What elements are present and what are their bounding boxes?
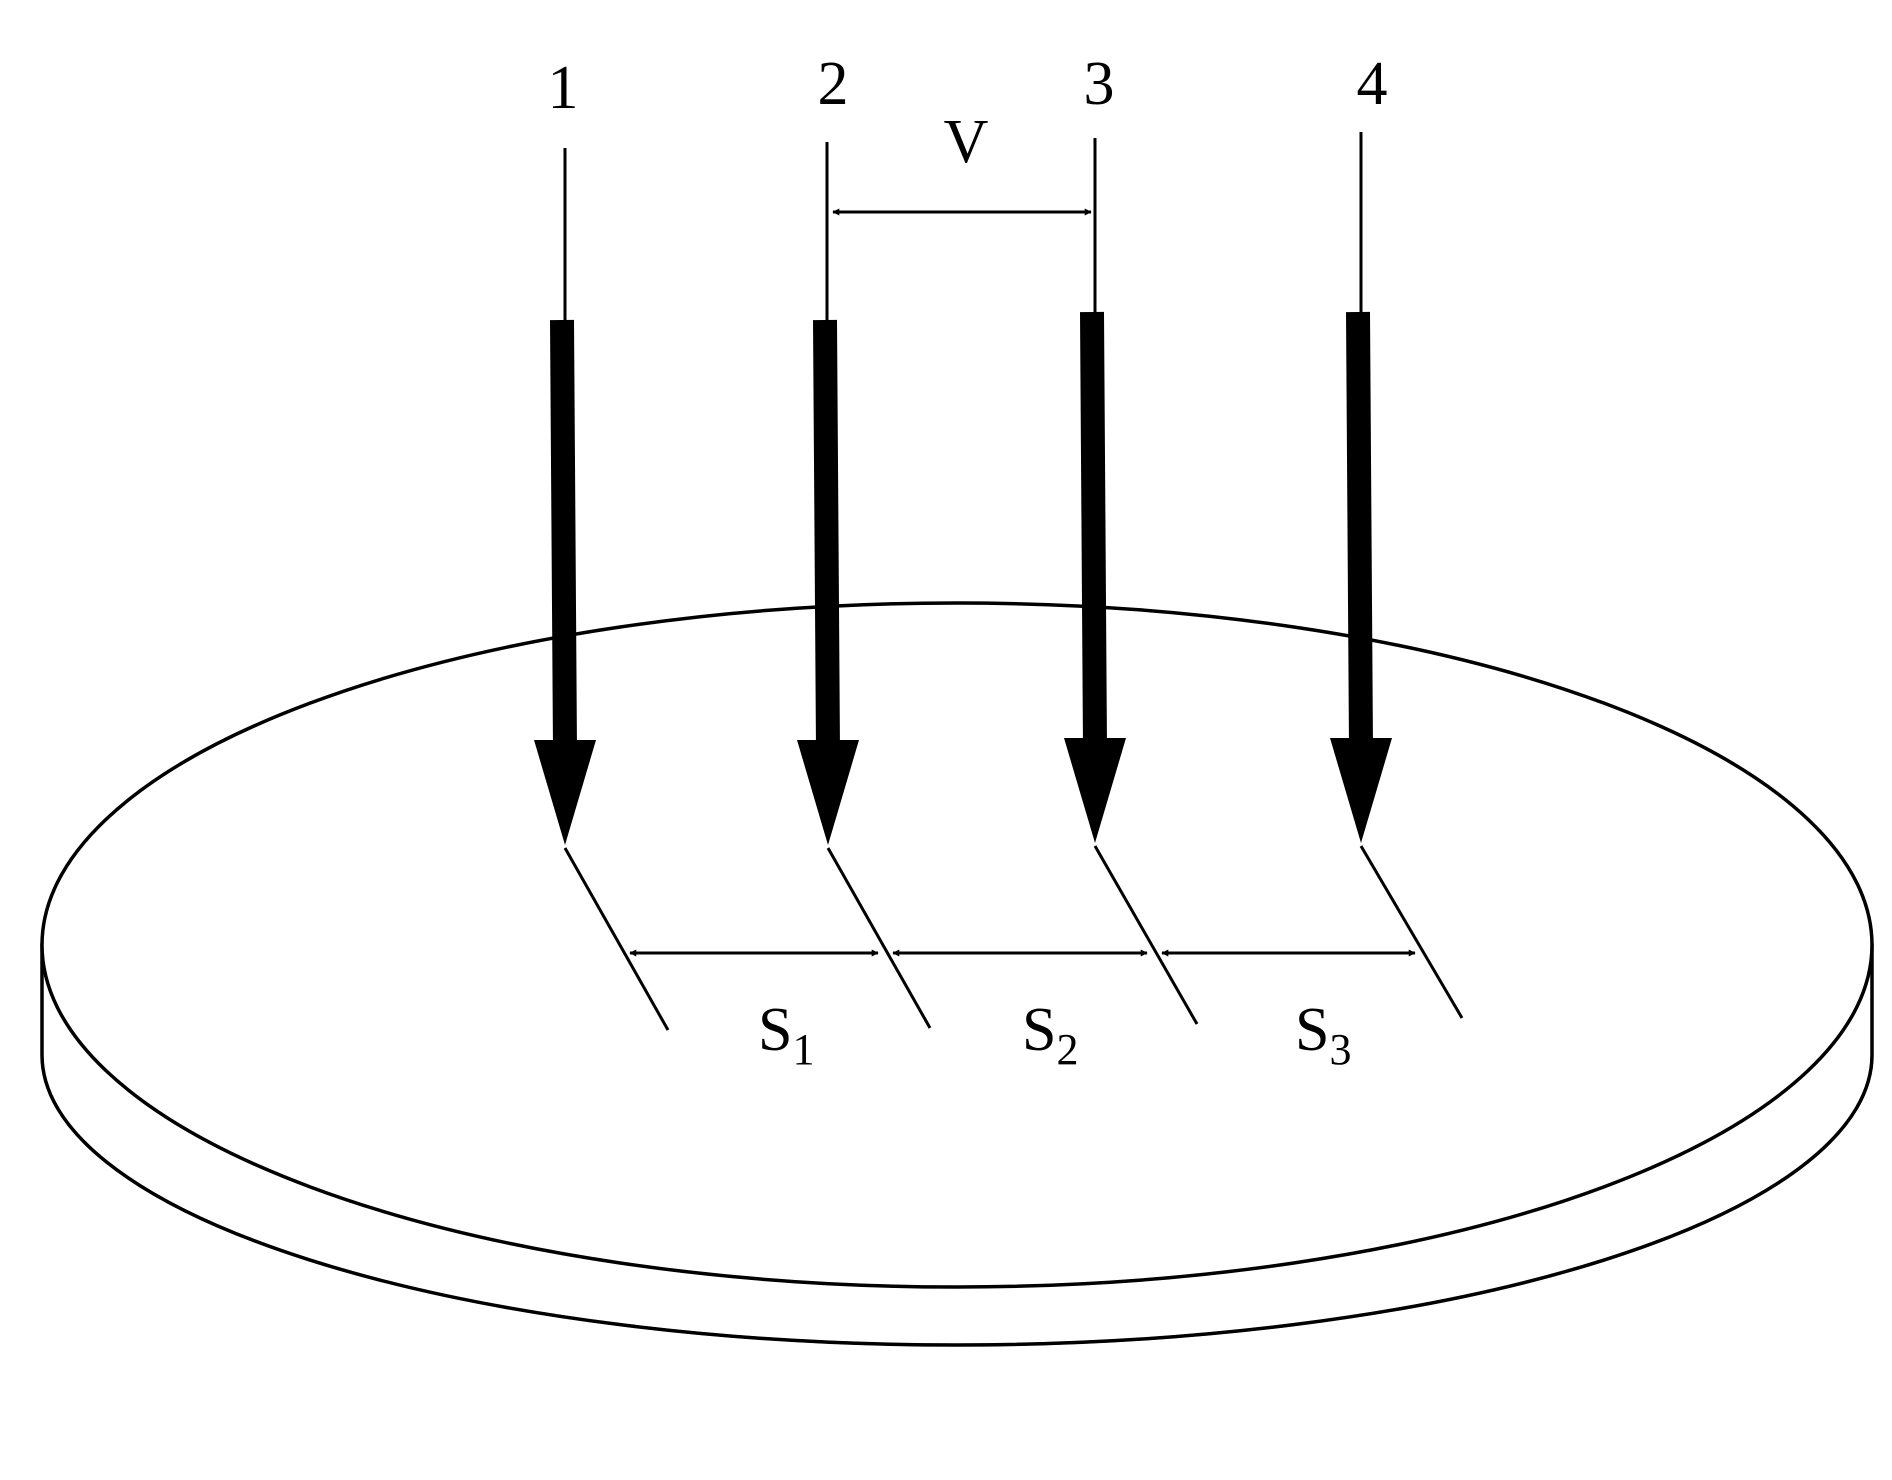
beam-1-label: 1 — [548, 54, 579, 122]
beam-1-reflection — [563, 847, 670, 1031]
spacing-1-label: S1 — [758, 996, 814, 1074]
disk-top-surface — [40, 601, 1874, 1289]
spacing-2-label: S2 — [1022, 996, 1078, 1074]
spacing-3-letter: S — [1295, 996, 1329, 1064]
disk — [40, 601, 1874, 1347]
spacing-2-index: 2 — [1056, 1025, 1078, 1074]
velocity-dimension: V — [832, 108, 1092, 216]
beam-3 — [1064, 138, 1199, 1025]
beam-4-shaft — [1346, 311, 1373, 749]
spacing-1-letter: S — [758, 996, 792, 1064]
beam-1-arrowhead — [534, 740, 596, 845]
beam-2-arrowhead — [797, 740, 859, 845]
beam-4-arrowhead — [1330, 738, 1392, 843]
spacing-3-label: S3 — [1295, 996, 1351, 1074]
beam-1 — [534, 148, 670, 1031]
spacing-2-letter: S — [1022, 996, 1056, 1064]
beam-4-reflection — [1359, 845, 1464, 1019]
spacing-1-index: 1 — [792, 1025, 814, 1074]
beam-1-shaft — [550, 319, 577, 751]
spacing-3-index: 3 — [1329, 1025, 1351, 1074]
beam-2-label: 2 — [818, 50, 849, 118]
beam-3-shaft — [1080, 311, 1107, 749]
beam-group — [534, 132, 1464, 1031]
beam-2-shaft — [813, 319, 840, 751]
beam-3-arrowhead — [1064, 738, 1126, 843]
beam-4-label: 4 — [1357, 50, 1388, 118]
disk-bottom-edge — [40, 1054, 1874, 1347]
beam-4 — [1330, 132, 1464, 1019]
beam-labels: 1 2 3 4 — [548, 50, 1388, 122]
beam-3-label: 3 — [1084, 50, 1115, 118]
beam-2-reflection — [826, 847, 932, 1029]
beam-2 — [797, 142, 932, 1029]
velocity-label: V — [944, 108, 989, 176]
beam-3-reflection — [1093, 845, 1199, 1025]
spacing-dimensions: S1 S2 S3 — [629, 949, 1416, 1074]
